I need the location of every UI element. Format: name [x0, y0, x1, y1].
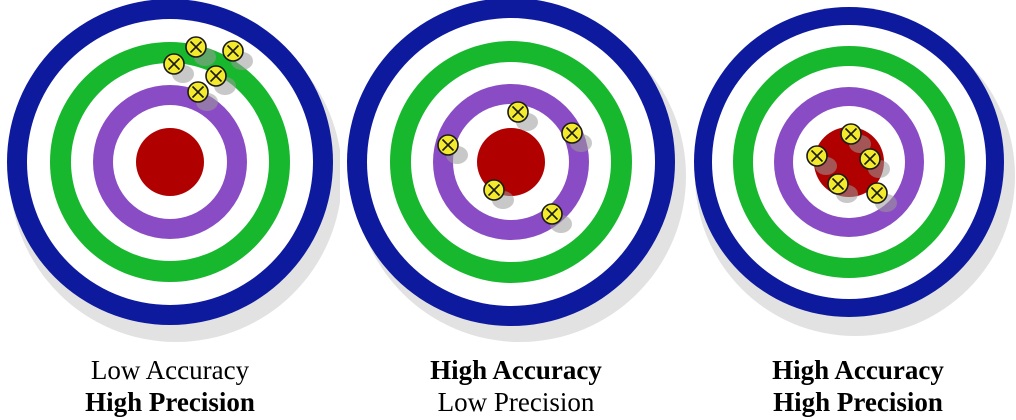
target-high-accuracy-high-precision	[683, 0, 1016, 350]
shot-marker	[841, 124, 861, 144]
precision-label: High Precision	[728, 386, 988, 418]
shot-marker	[164, 54, 184, 74]
shot-marker	[867, 183, 887, 203]
shot-marker	[484, 180, 504, 200]
shot-marker	[562, 123, 582, 143]
caption-panel-3: High Accuracy High Precision	[728, 354, 988, 418]
shot-marker	[188, 82, 208, 102]
shot-marker	[223, 41, 243, 61]
target-high-accuracy-low-precision	[346, 0, 686, 350]
precision-label: Low Precision	[386, 386, 646, 418]
shot-marker	[807, 146, 827, 166]
shot-marker	[206, 66, 226, 86]
shot-marker	[508, 102, 528, 122]
accuracy-label: Low Accuracy	[40, 354, 300, 386]
shot-marker	[186, 37, 206, 57]
caption-panel-1: Low Accuracy High Precision	[40, 354, 300, 418]
precision-label: High Precision	[40, 386, 300, 418]
accuracy-label: High Accuracy	[728, 354, 988, 386]
shot-marker	[860, 149, 880, 169]
shot-marker	[438, 135, 458, 155]
accuracy-label: High Accuracy	[386, 354, 646, 386]
shot-marker	[542, 204, 562, 224]
shot-marker	[828, 174, 848, 194]
target-low-accuracy-high-precision	[0, 0, 340, 350]
caption-panel-2: High Accuracy Low Precision	[386, 354, 646, 418]
bullseye	[136, 128, 204, 196]
